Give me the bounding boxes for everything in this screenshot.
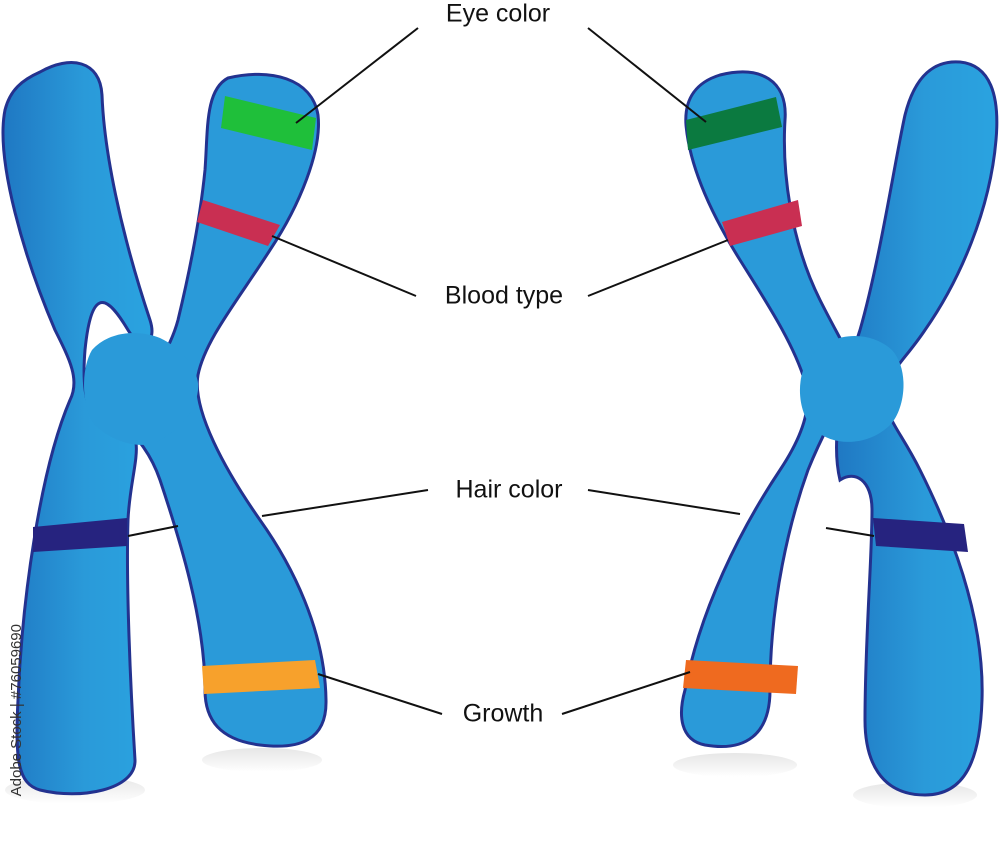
leader-eye-color-right [587,27,707,123]
leader-eye-color-left [295,27,419,124]
chromosome-left-shadow-2 [202,748,322,772]
chromosome-left [1,61,328,804]
leader-hair-color-left-short [127,525,179,537]
band-blood-type-right [722,200,802,246]
band-blood-type-left [197,200,280,246]
leader-growth-right [561,671,691,715]
leader-hair-color-right-short [825,527,875,537]
band-hair-color-right [873,518,968,552]
chromosome-left-chromatid-a [1,61,154,796]
label-blood-type: Blood type [444,281,564,310]
leader-hair-color-left-long [261,489,429,517]
band-growth-left [202,660,320,694]
label-eye-color: Eye color [445,0,551,28]
leader-blood-type-left [271,235,417,297]
leader-growth-left [317,673,443,715]
watermark-stock-id: Adobe Stock | #76059690 [8,624,25,797]
chromosome-right-centromere [799,336,904,442]
leader-blood-type-right [587,239,729,297]
chromosome-right [673,60,999,808]
chromosome-right-chromatid-b [835,60,999,797]
chromosome-left-centromere [84,333,199,445]
chromosome-left-chromatid-b [118,72,328,748]
label-hair-color: Hair color [455,475,563,504]
leader-hair-color-right [587,489,741,515]
leader-lines [127,27,875,715]
label-growth: Growth [462,699,544,728]
band-eye-color-left [221,96,316,150]
band-growth-right [683,660,798,694]
band-hair-color-left [33,518,127,552]
chromosome-right-shadow [673,753,797,777]
band-eye-color-right [686,97,782,150]
chromosome-right-chromatid-a [680,70,860,748]
